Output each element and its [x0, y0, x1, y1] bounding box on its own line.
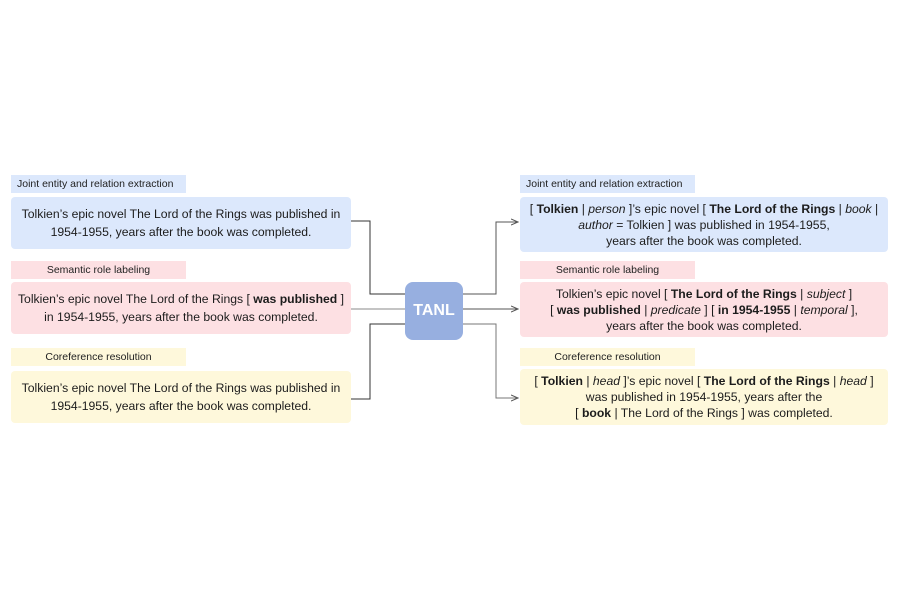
- output-task-label-srl: Semantic role labeling: [520, 261, 695, 279]
- input-text-line: Tolkien’s epic novel The Lord of the Rin…: [21, 207, 341, 221]
- output-box-joint: [ Tolkien | person ]’s epic novel [ The …: [520, 197, 888, 252]
- output-text-line: author = Tolkien ] was published in 1954…: [578, 217, 830, 232]
- tanl-label: TANL: [413, 302, 455, 319]
- tanl-model-node: TANL: [405, 282, 463, 340]
- input-box-joint: Tolkien’s epic novel The Lord of the Rin…: [11, 197, 351, 249]
- input-task-label-srl: Semantic role labeling: [11, 261, 186, 279]
- output-text-line: was published in 1954-1955, years after …: [585, 390, 823, 404]
- output-text-line: [ was published | predicate ] [ in 1954-…: [550, 302, 858, 317]
- output-text-line: years after the book was completed.: [606, 318, 802, 333]
- output-text-line: Tolkien’s epic novel [ The Lord of the R…: [555, 286, 853, 301]
- output-text-line: [ Tolkien | person ]’s epic novel [ The …: [529, 201, 879, 216]
- output-box-srl: Tolkien’s epic novel [ The Lord of the R…: [520, 282, 888, 337]
- output-task-label-coref: Coreference resolution: [520, 348, 695, 366]
- input-task-label-joint: Joint entity and relation extraction: [11, 175, 186, 193]
- input-text-line: 1954-1955, years after the book was comp…: [50, 225, 312, 239]
- output-arrow-coref: [463, 323, 518, 398]
- input-text-line: Tolkien’s epic novel The Lord of the Rin…: [17, 292, 345, 306]
- input-box-srl: Tolkien’s epic novel The Lord of the Rin…: [11, 282, 351, 334]
- predicate-span: was published: [253, 292, 338, 306]
- output-task-label-joint: Joint entity and relation extraction: [520, 175, 695, 193]
- input-box-coref: Tolkien’s epic novel The Lord of the Rin…: [11, 371, 351, 423]
- input-text-line: 1954-1955, years after the book was comp…: [50, 399, 312, 413]
- input-line-coref: [351, 323, 405, 400]
- output-arrow-joint: [463, 222, 518, 295]
- output-text-line: [ Tolkien | head ]’s epic novel [ The Lo…: [534, 374, 874, 388]
- input-line-joint: [351, 220, 405, 295]
- output-text-line: [ book | The Lord of the Rings ] was com…: [575, 406, 833, 420]
- output-text-line: years after the book was completed.: [606, 233, 802, 248]
- output-box-coref: [ Tolkien | head ]’s epic novel [ The Lo…: [520, 369, 888, 425]
- input-text-line: Tolkien’s epic novel The Lord of the Rin…: [21, 381, 341, 395]
- input-text-line: in 1954-1955, years after the book was c…: [44, 310, 318, 324]
- input-task-label-coref: Coreference resolution: [11, 348, 186, 366]
